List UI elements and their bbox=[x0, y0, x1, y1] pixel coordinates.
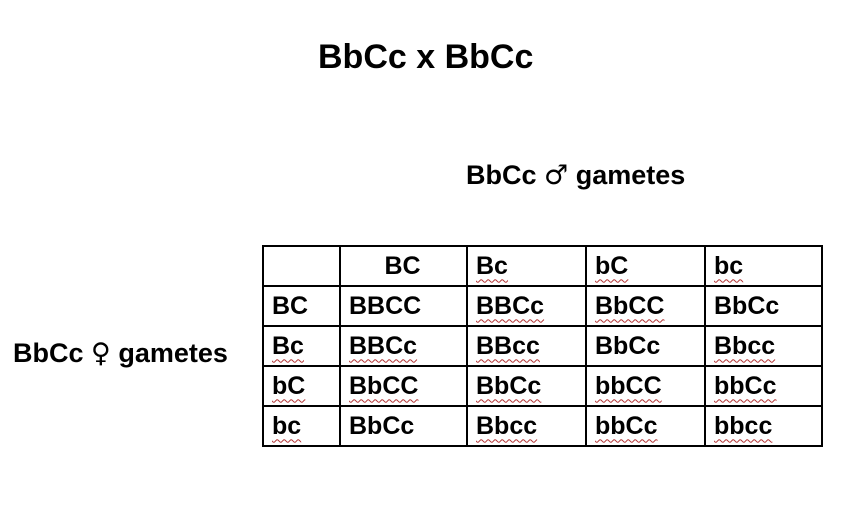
cell-r2c2: BBcc bbox=[466, 325, 587, 367]
cell-r4c4: bbcc bbox=[704, 405, 823, 447]
cell-r2c3: BbCc bbox=[585, 325, 706, 367]
genotype-text: BbCc bbox=[349, 411, 415, 440]
genotype-text: BBcc bbox=[476, 331, 540, 360]
col-header-4: bc bbox=[704, 245, 823, 287]
genotype-text: BC bbox=[272, 291, 309, 320]
female-symbol: ♀ bbox=[91, 338, 111, 369]
cross-title: BbCc x BbCc bbox=[318, 38, 534, 76]
genotype-text: bbCc bbox=[595, 411, 658, 440]
punnett-square-table: BC Bc bC bc BC BBCC BBCc BbCC BbCc Bc BB… bbox=[262, 245, 823, 447]
cell-r2c4: Bbcc bbox=[704, 325, 823, 367]
col-header-2: Bc bbox=[466, 245, 587, 287]
punnett-row-4: bc BbCc Bbcc bbCc bbcc bbox=[262, 405, 823, 447]
genotype-text: Bc bbox=[476, 251, 508, 280]
col-header-3: bC bbox=[585, 245, 706, 287]
cell-r1c3: BbCC bbox=[585, 285, 706, 327]
genotype-text: bc bbox=[714, 251, 744, 280]
genotype-text: BbCC bbox=[595, 291, 665, 320]
cell-r1c2: BBCc bbox=[466, 285, 587, 327]
genotype-text: bC bbox=[595, 251, 629, 280]
genotype-text: BbCc bbox=[595, 331, 661, 360]
genotype-text: Bbcc bbox=[476, 411, 538, 440]
row-header-2: Bc bbox=[262, 325, 341, 367]
cell-r3c4: bbCc bbox=[704, 365, 823, 407]
punnett-header-row: BC Bc bC bc bbox=[262, 245, 823, 287]
genotype-text: BBCc bbox=[349, 331, 418, 360]
cell-r1c4: BbCc bbox=[704, 285, 823, 327]
row-header-1: BC bbox=[262, 285, 341, 327]
female-gametes-word: gametes bbox=[118, 338, 228, 368]
genotype-text: bbCC bbox=[595, 371, 662, 400]
cell-r2c1: BBCc bbox=[339, 325, 468, 367]
punnett-row-1: BC BBCC BBCc BbCC BbCc bbox=[262, 285, 823, 327]
genotype-text: bc bbox=[272, 411, 302, 440]
row-header-4: bc bbox=[262, 405, 341, 447]
cell-r4c1: BbCc bbox=[339, 405, 468, 447]
corner-cell bbox=[262, 245, 341, 287]
genotype-text: BC bbox=[384, 251, 421, 280]
row-header-3: bC bbox=[262, 365, 341, 407]
genotype-text: bbcc bbox=[714, 411, 773, 440]
male-symbol: ♂ bbox=[544, 160, 569, 191]
genotype-text: Bc bbox=[272, 331, 304, 360]
genotype-text: BBCc bbox=[476, 291, 545, 320]
col-header-1: BC bbox=[339, 245, 468, 287]
male-gametes-label: BbCc ♂ gametes bbox=[466, 160, 685, 191]
punnett-row-2: Bc BBCc BBcc BbCc Bbcc bbox=[262, 325, 823, 367]
genotype-text: BBCC bbox=[349, 291, 422, 320]
female-gametes-label: BbCc ♀ gametes bbox=[13, 338, 228, 369]
genotype-text: BbCc bbox=[714, 291, 780, 320]
genotype-text: BbCC bbox=[349, 371, 419, 400]
cell-r3c2: BbCc bbox=[466, 365, 587, 407]
cell-r4c2: Bbcc bbox=[466, 405, 587, 447]
punnett-row-3: bC BbCC BbCc bbCC bbCc bbox=[262, 365, 823, 407]
male-genotype: BbCc bbox=[466, 160, 537, 190]
cell-r4c3: bbCc bbox=[585, 405, 706, 447]
cell-r3c3: bbCC bbox=[585, 365, 706, 407]
genotype-text: Bbcc bbox=[714, 331, 776, 360]
cell-r1c1: BBCC bbox=[339, 285, 468, 327]
genotype-text: bC bbox=[272, 371, 306, 400]
female-genotype: BbCc bbox=[13, 338, 84, 368]
genotype-text: BbCc bbox=[476, 371, 542, 400]
genotype-text: bbCc bbox=[714, 371, 777, 400]
cell-r3c1: BbCC bbox=[339, 365, 468, 407]
male-gametes-word: gametes bbox=[575, 160, 686, 190]
